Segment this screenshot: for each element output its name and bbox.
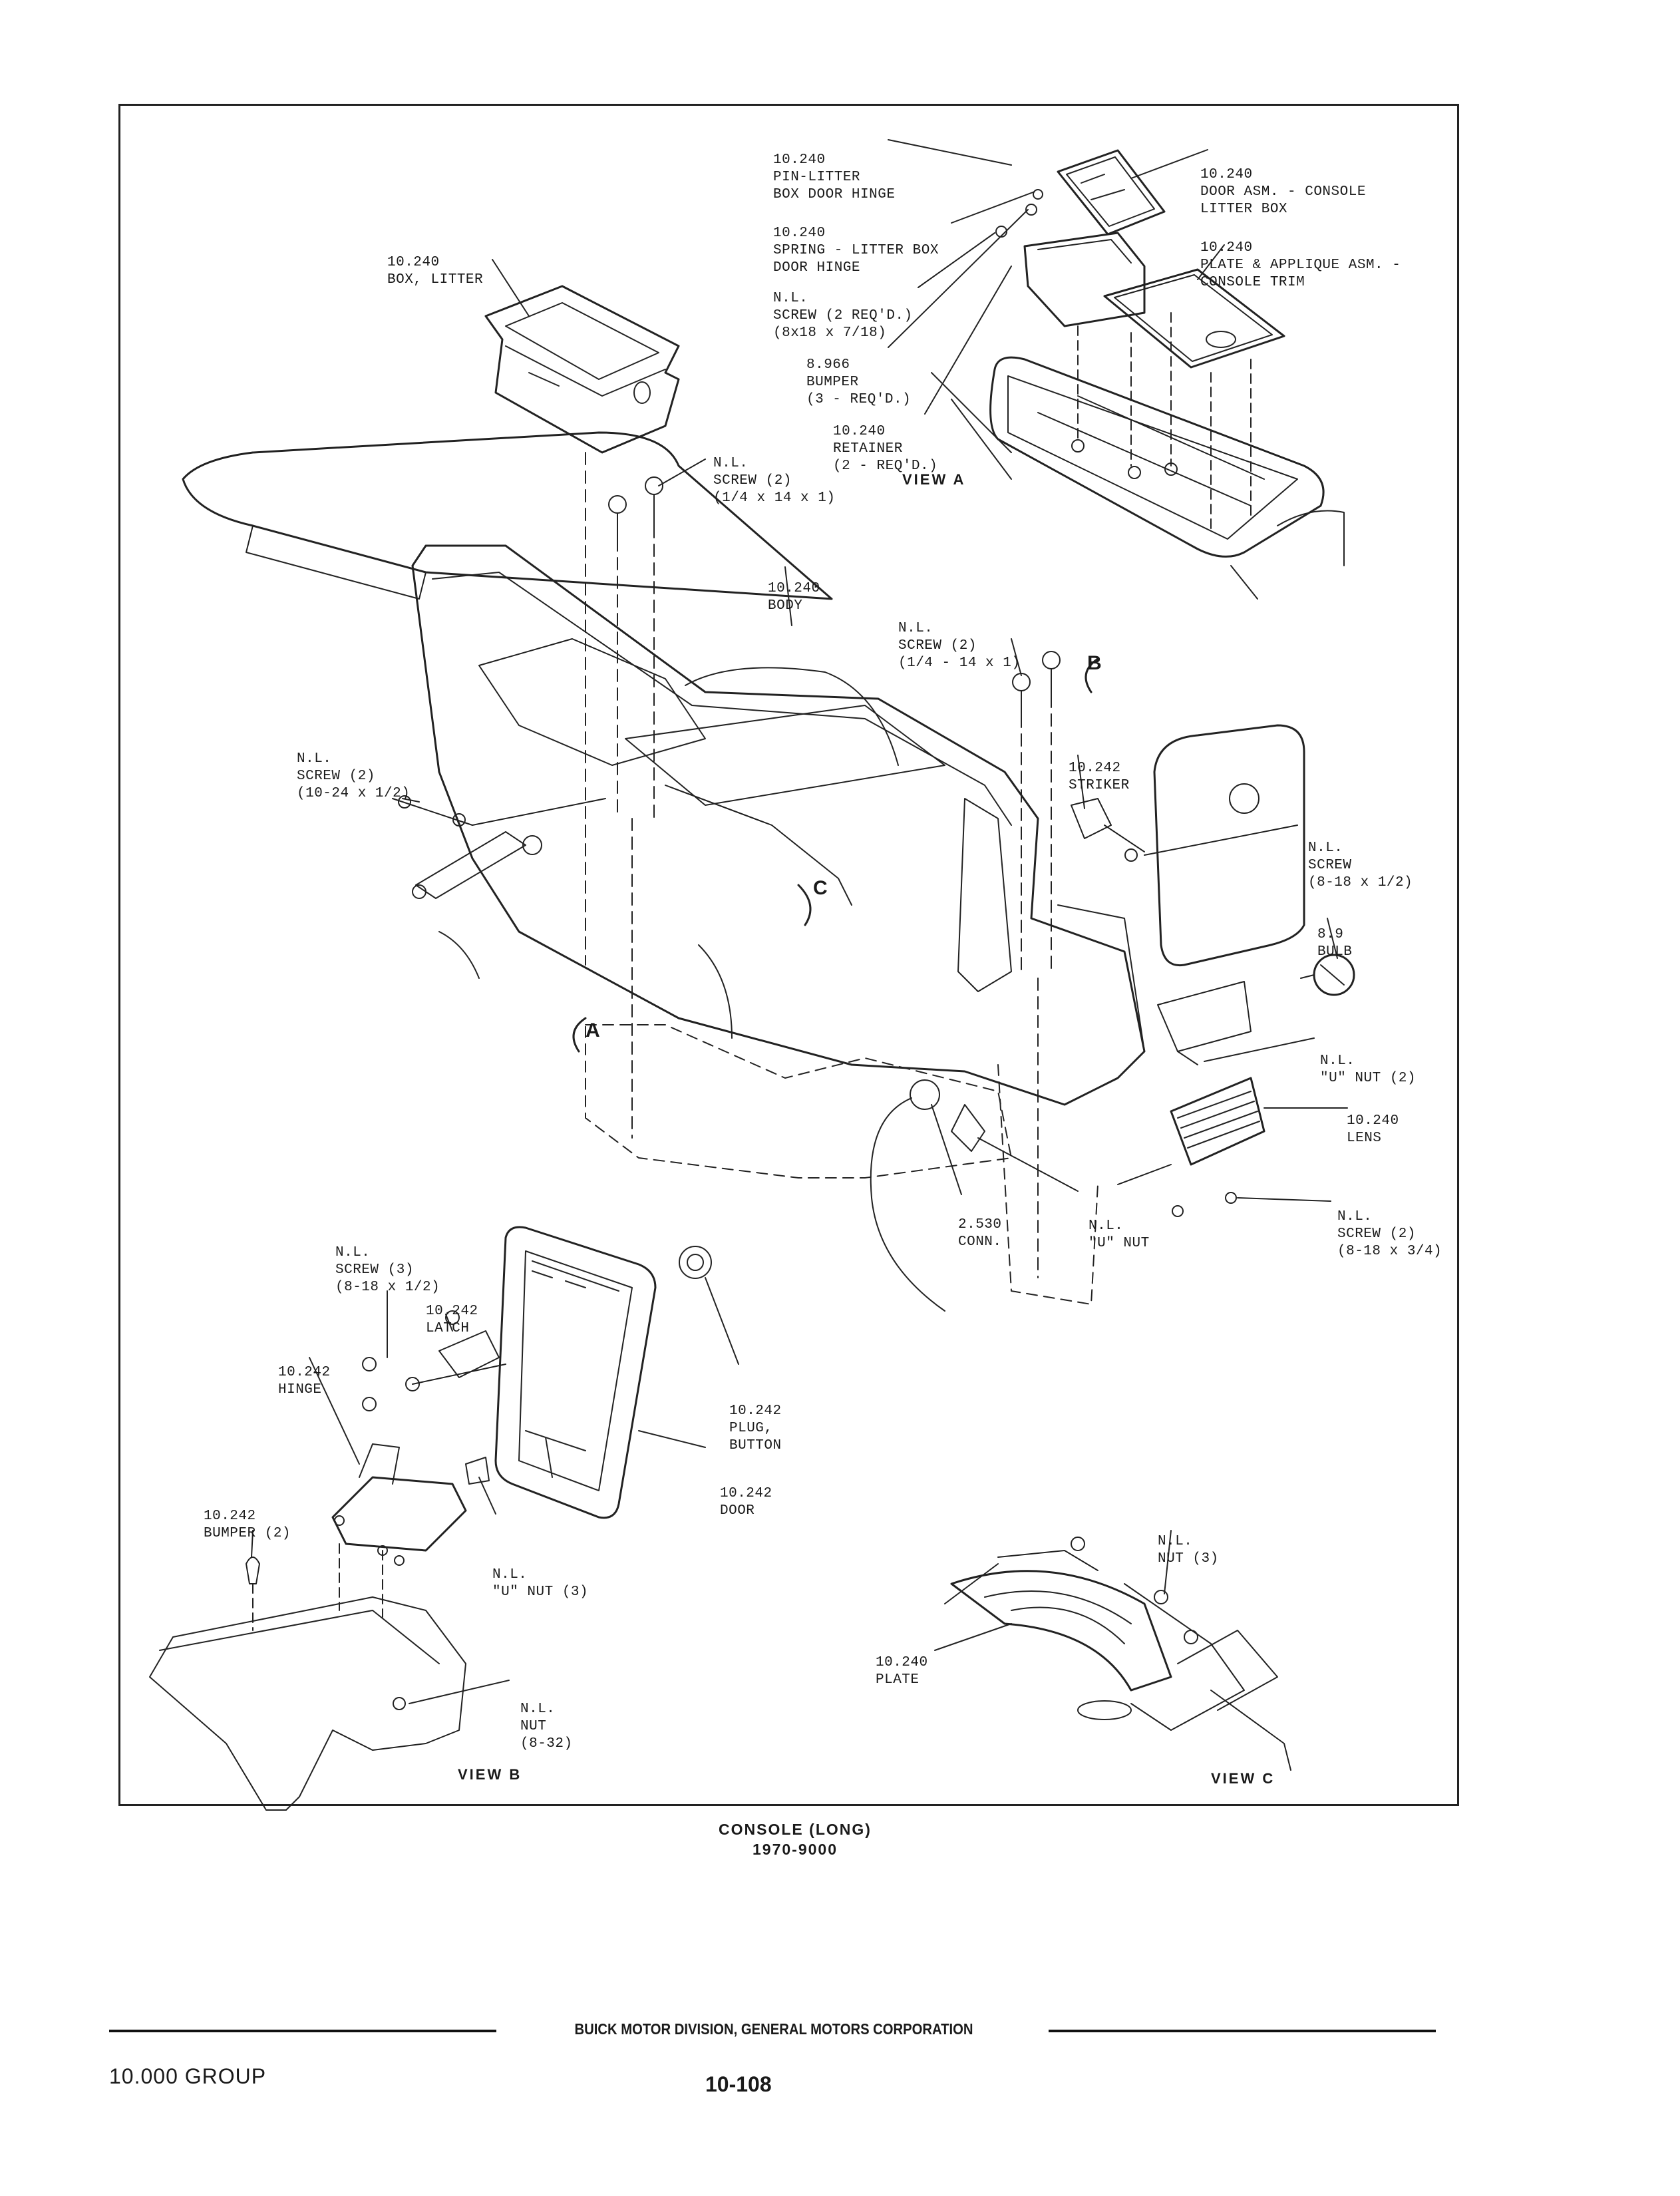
label-screw-2req: N.L.SCREW (2 REQ'D.)(8x18 x 7/18) xyxy=(773,291,913,341)
callout-a: A xyxy=(586,1019,600,1041)
callout-b: B xyxy=(1087,652,1102,674)
view-a-illustration xyxy=(931,149,1345,600)
label-nut-3: N.L.NUT (3) xyxy=(1158,1534,1219,1566)
view-c-label: VIEW C xyxy=(1211,1770,1275,1787)
label-screw-10-24: N.L.SCREW (2)(10-24 x 1/2) xyxy=(297,751,411,801)
view-b-illustration xyxy=(149,1226,712,1811)
label-screw-8-18: N.L.SCREW(8-18 x 1/2) xyxy=(1308,840,1413,890)
footer-division: BUICK MOTOR DIVISION, GENERAL MOTORS COR… xyxy=(574,2020,973,2038)
label-nut-8-32: N.L.NUT(8-32) xyxy=(520,1702,573,1751)
label-u-nut-2: N.L."U" NUT (2) xyxy=(1320,1053,1417,1086)
footer-group: 10.000 GROUP xyxy=(109,2064,267,2088)
label-screw-quarter-b: N.L.SCREW (2)(1/4 - 14 x 1) xyxy=(898,621,1021,671)
footer-rule-left xyxy=(109,2030,496,2032)
label-screw-quarter-a: N.L.SCREW (2)(1/4 x 14 x 1) xyxy=(713,456,836,506)
label-screw-8-18-34: N.L.SCREW (2)(8-18 x 3/4) xyxy=(1337,1209,1442,1259)
view-c-illustration xyxy=(944,1537,1291,1771)
label-u-nut: N.L."U" NUT xyxy=(1089,1218,1150,1251)
callout-c: C xyxy=(813,877,828,899)
label-u-nut-3: N.L."U" NUT (3) xyxy=(492,1567,589,1600)
litter-box-illustration xyxy=(484,285,680,966)
diagram-frame xyxy=(118,104,1459,1806)
footer-page-number: 10-108 xyxy=(705,2072,772,2096)
caption-code: 1970-9000 xyxy=(753,1841,838,1858)
view-b-label: VIEW B xyxy=(458,1766,522,1783)
label-screw-3: N.L.SCREW (3)(8-18 x 1/2) xyxy=(335,1245,440,1295)
leader-lines xyxy=(251,139,1348,1704)
console-body-illustration xyxy=(182,431,1355,1312)
view-a-label: VIEW A xyxy=(902,471,966,488)
callout-arrows xyxy=(572,657,1099,1053)
footer-rule-right xyxy=(1049,2030,1436,2032)
caption-title: CONSOLE (LONG) xyxy=(719,1821,872,1838)
